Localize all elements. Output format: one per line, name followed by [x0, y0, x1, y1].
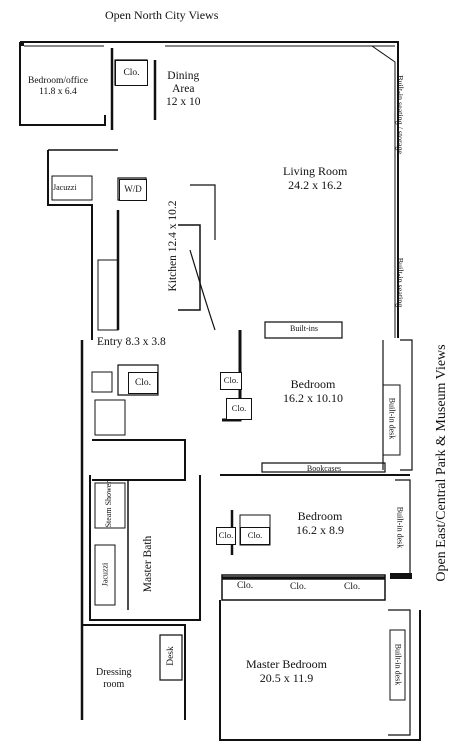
- bookcases-label: Bookcases: [306, 464, 342, 473]
- builtin-desk-label-3: Built-in desk: [393, 643, 403, 686]
- kitchen-counter-curve: [189, 184, 216, 331]
- master-window: [388, 609, 411, 736]
- dining-label: Dining Area 12 x 10: [166, 70, 201, 110]
- bedroom1-label: Bedroom 16.2 x 10.10: [283, 377, 343, 406]
- room-name: Dressing: [96, 667, 132, 678]
- master-closet-3: Clo.: [344, 582, 361, 592]
- room-size: 12.4 x 10.2: [167, 200, 179, 253]
- room-name: Bedroom: [297, 509, 343, 523]
- jacuzzi: [51, 175, 93, 201]
- shower-label: Shower: [103, 480, 113, 506]
- room-size: 20.5 x 11.9: [259, 670, 314, 685]
- dressing-room-label: Dressing room: [96, 667, 132, 690]
- east-window-living: [371, 45, 396, 338]
- master-bath-wall: [89, 475, 201, 621]
- jacuzzi-label: Jacuzzi: [53, 183, 77, 192]
- kitchen-counter: [97, 259, 119, 331]
- kitchen-label: Kitchen 12.4 x 10.2: [167, 191, 179, 301]
- room-name: Living Room: [283, 164, 348, 178]
- bedroom2-closet-a: Clo.: [216, 527, 236, 545]
- steam-shower: [94, 482, 126, 529]
- outer-wall: [20, 41, 399, 338]
- dressing-wall: [82, 624, 186, 720]
- built-ins: [264, 321, 343, 339]
- wall-fill: [20, 41, 24, 46]
- bedroom1-window: [400, 339, 413, 471]
- master-jacuzzi-label: Jacuzzi: [100, 562, 110, 587]
- builtin-desk-label-2: Built-in desk: [395, 506, 405, 549]
- washer-dryer-label: W/D: [119, 179, 147, 201]
- steam-shower-label: Steam Shower: [103, 479, 113, 529]
- builtin-seating-label: Built-in seating: [395, 257, 405, 308]
- master-closet-2: Clo.: [290, 582, 307, 592]
- room-size: 16.2 x 10.10: [283, 390, 343, 405]
- room-name-2: Area: [172, 83, 195, 96]
- wall-fill: [390, 573, 412, 579]
- powder-box: [91, 371, 113, 393]
- entry-label: Entry 8.3 x 3.8: [97, 336, 166, 349]
- bath-wall: [47, 150, 93, 340]
- bedroom2-closet-b: Clo.: [240, 527, 270, 545]
- bedroom-office-label: Bedroom/office 11.8 x 6.4: [28, 76, 88, 98]
- room-name: Dining: [167, 70, 200, 82]
- steam-label: Steam: [103, 507, 113, 528]
- living-room-label: Living Room 24.2 x 16.2: [283, 164, 348, 193]
- entry-clo: [117, 364, 159, 396]
- bedroom1-closet-a: Clo.: [220, 372, 242, 390]
- north-view-label: Open North City Views: [105, 8, 219, 22]
- room-size: 16.2 x 8.9: [296, 522, 344, 537]
- kitchen-island: [178, 224, 201, 311]
- room-size: 11.8 x 6.4: [39, 86, 77, 97]
- jacuzzi-master: [94, 544, 116, 606]
- room-name-2: room: [103, 678, 125, 690]
- bedroom-office-wall: [19, 42, 106, 126]
- closet-row: [221, 574, 386, 601]
- entry-closet-label: Clo.: [128, 372, 158, 394]
- bedroom2-label: Bedroom 16.2 x 8.9: [296, 509, 344, 538]
- bookcases: [261, 462, 386, 473]
- room-name: Bedroom: [290, 377, 336, 391]
- bedroom1-wall: [222, 330, 242, 422]
- builtin-desk3: [389, 629, 406, 701]
- builtins-label: Built-ins: [289, 324, 318, 333]
- master-wall: [219, 600, 421, 741]
- room-name: Bedroom/office: [28, 76, 88, 86]
- closet-label: Clo.: [115, 60, 148, 86]
- room-name: Kitchen: [167, 255, 179, 292]
- master-bedroom-label: Master Bedroom 20.5 x 11.9: [246, 657, 327, 686]
- room-size: 8.3 x 3.8: [125, 336, 166, 348]
- master-bath-label: Master Bath: [142, 535, 154, 593]
- tub: [94, 399, 126, 436]
- builtin-seating-storage-label: Built-in seating / storage: [395, 75, 405, 154]
- master-closet-1: Clo.: [237, 581, 254, 591]
- bath-wall: [92, 439, 186, 481]
- desk-label: Desk: [166, 646, 176, 666]
- room-name: Master Bedroom: [246, 657, 327, 671]
- builtin-desk1: [382, 384, 401, 456]
- room-name: Entry: [97, 336, 123, 348]
- desk-box: [159, 634, 183, 681]
- room-size: 24.2 x 16.2: [288, 177, 343, 192]
- east-view-label: Open East/Central Park & Museum Views: [434, 344, 449, 582]
- bedroom1-closet-b: Clo.: [226, 398, 252, 420]
- room-size: 12 x 10: [166, 96, 201, 109]
- builtin-desk-label-1: Built-in desk: [387, 397, 397, 440]
